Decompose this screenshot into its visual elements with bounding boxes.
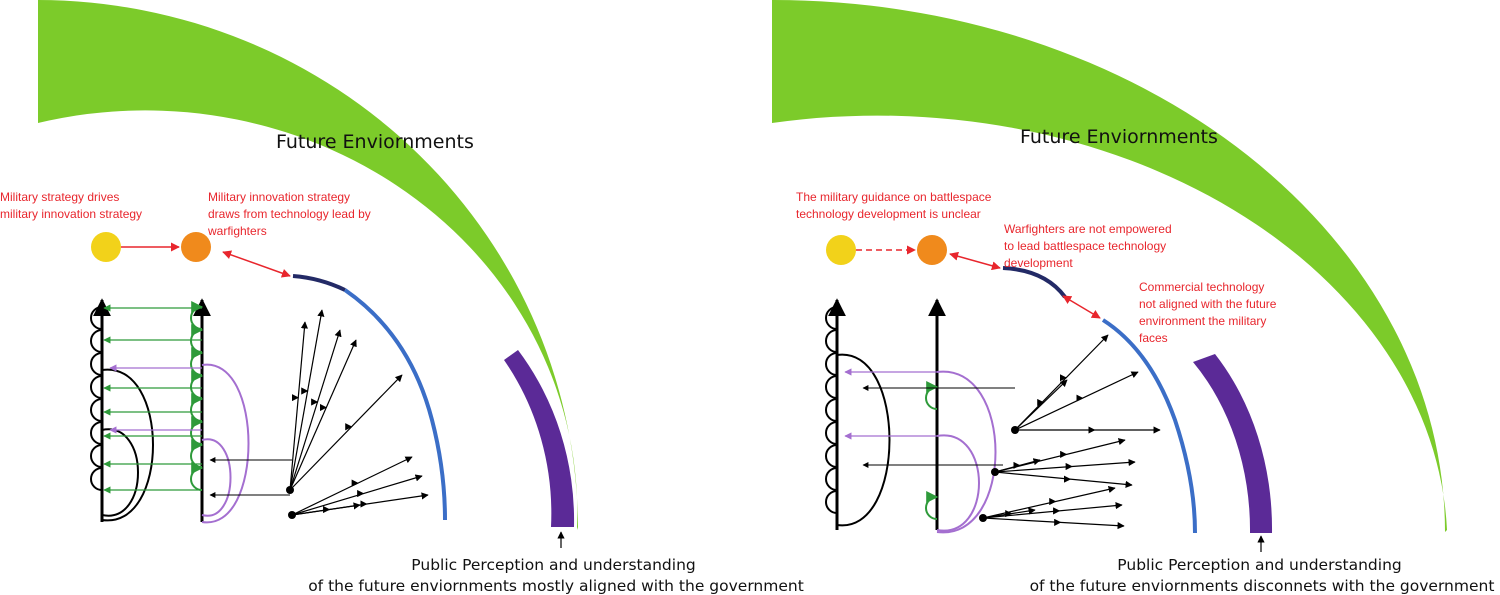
military-loop xyxy=(825,467,838,491)
warfighter-inner-loop xyxy=(201,438,232,517)
military-loop xyxy=(825,329,838,353)
future-environments-band xyxy=(772,0,1447,532)
fan-arrow xyxy=(994,458,1136,473)
warfighter-link-arrow xyxy=(222,250,291,278)
fan-arrow xyxy=(982,502,1123,519)
navy-arc xyxy=(1002,266,1067,299)
military-loop xyxy=(825,490,838,514)
warfighter-link-arrow xyxy=(949,251,1001,271)
public-perception-band xyxy=(504,350,575,527)
warfighter-loop xyxy=(925,381,939,410)
military-loop xyxy=(825,306,838,330)
military-loop xyxy=(825,444,838,468)
military-loop xyxy=(90,398,103,422)
military-inner-loop xyxy=(101,428,139,517)
warfighter-loop xyxy=(190,301,204,330)
military-outer-loop xyxy=(836,353,891,527)
commercial-link-arrow xyxy=(1062,295,1101,319)
military-loop xyxy=(90,421,103,445)
fan-arrow xyxy=(289,309,325,491)
public-perception-band xyxy=(1193,354,1273,533)
panel-aligned: Future Enviornments Military strategy dr… xyxy=(0,0,804,595)
fan-arrow xyxy=(289,321,309,491)
warfighter-loop xyxy=(190,462,204,491)
warfighter-loops xyxy=(190,301,250,524)
technology-arc xyxy=(1101,318,1197,534)
military-outer-loop xyxy=(101,368,154,522)
military-loop xyxy=(825,421,838,445)
warfighter-loop xyxy=(190,324,204,353)
military-loop xyxy=(90,375,103,399)
navy-arc xyxy=(292,274,346,292)
military-loops xyxy=(90,306,154,522)
technology-fans xyxy=(979,334,1161,530)
fan-arrow xyxy=(289,329,342,491)
military-loop xyxy=(90,306,103,330)
fan-arrow xyxy=(1014,371,1139,431)
label-military-guidance: The military guidance on battlespace tec… xyxy=(796,190,995,221)
fan-arrow xyxy=(289,339,357,491)
military-loop xyxy=(90,329,103,353)
military-loop xyxy=(825,398,838,422)
innovation-strategy-node xyxy=(181,232,211,262)
warfighter-inner-loop xyxy=(936,434,980,532)
military-loop xyxy=(825,375,838,399)
warfighter-loop xyxy=(190,370,204,399)
caption-disconnected: Public Perception and understanding of t… xyxy=(1030,556,1495,595)
warfighter-loop xyxy=(925,491,939,520)
military-loops xyxy=(825,306,891,527)
panel-disconnected: Future Enviornments The military guidanc… xyxy=(772,0,1494,595)
technology-fans xyxy=(286,309,429,519)
fan-arrow xyxy=(1014,334,1109,431)
fan-arrow xyxy=(982,485,1116,519)
future-environments-band xyxy=(38,0,578,530)
military-loop xyxy=(90,467,103,491)
technology-arc xyxy=(343,288,447,521)
band-title: Future Enviornments xyxy=(1020,126,1218,148)
cross-links xyxy=(844,368,1015,468)
band-title: Future Enviornments xyxy=(276,131,474,153)
military-guidance-node xyxy=(826,235,856,265)
label-innovation-strategy: Military innovation strategy draws from … xyxy=(207,190,374,238)
label-military-strategy: Military strategy drives military innova… xyxy=(0,190,142,221)
warfighter-loops xyxy=(925,370,997,534)
fan-arrow xyxy=(289,374,403,491)
warfighter-loop xyxy=(190,416,204,445)
fan-arrow xyxy=(982,517,1125,530)
warfighter-loop xyxy=(190,393,204,422)
warfighter-outer-loop xyxy=(936,370,997,534)
military-loop xyxy=(90,444,103,468)
military-strategy-node xyxy=(91,232,121,262)
warfighter-node xyxy=(917,235,947,265)
fan-arrow xyxy=(1014,379,1068,431)
military-loop xyxy=(90,352,103,376)
cross-links xyxy=(103,304,292,498)
military-loop xyxy=(825,352,838,376)
label-commercial-technology: Commercial technology not aligned with t… xyxy=(1139,280,1280,345)
warfighter-loop xyxy=(190,347,204,376)
caption-aligned: Public Perception and understanding of t… xyxy=(308,556,804,595)
fan-arrow xyxy=(994,471,1133,488)
warfighter-outer-loop xyxy=(201,363,250,524)
label-warfighters: Warfighters are not empowered to lead ba… xyxy=(1004,222,1175,270)
fan-arrow xyxy=(291,474,423,516)
